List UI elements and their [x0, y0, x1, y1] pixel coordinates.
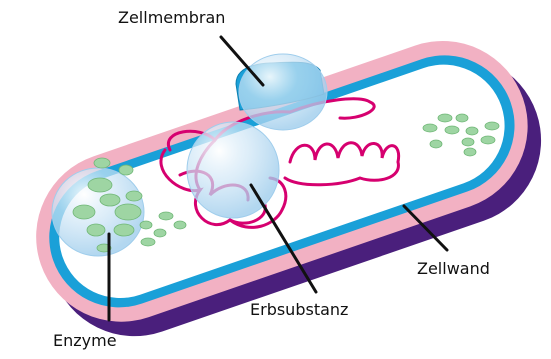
label-zellwand: Zellwand: [417, 259, 490, 278]
vesicle-dna: [187, 122, 279, 218]
vesicle-membrane: [239, 54, 327, 130]
label-enzyme: Enzyme: [53, 331, 117, 350]
label-zellmembran: Zellmembran: [118, 8, 225, 27]
label-erbsubstanz: Erbsubstanz: [250, 300, 348, 319]
